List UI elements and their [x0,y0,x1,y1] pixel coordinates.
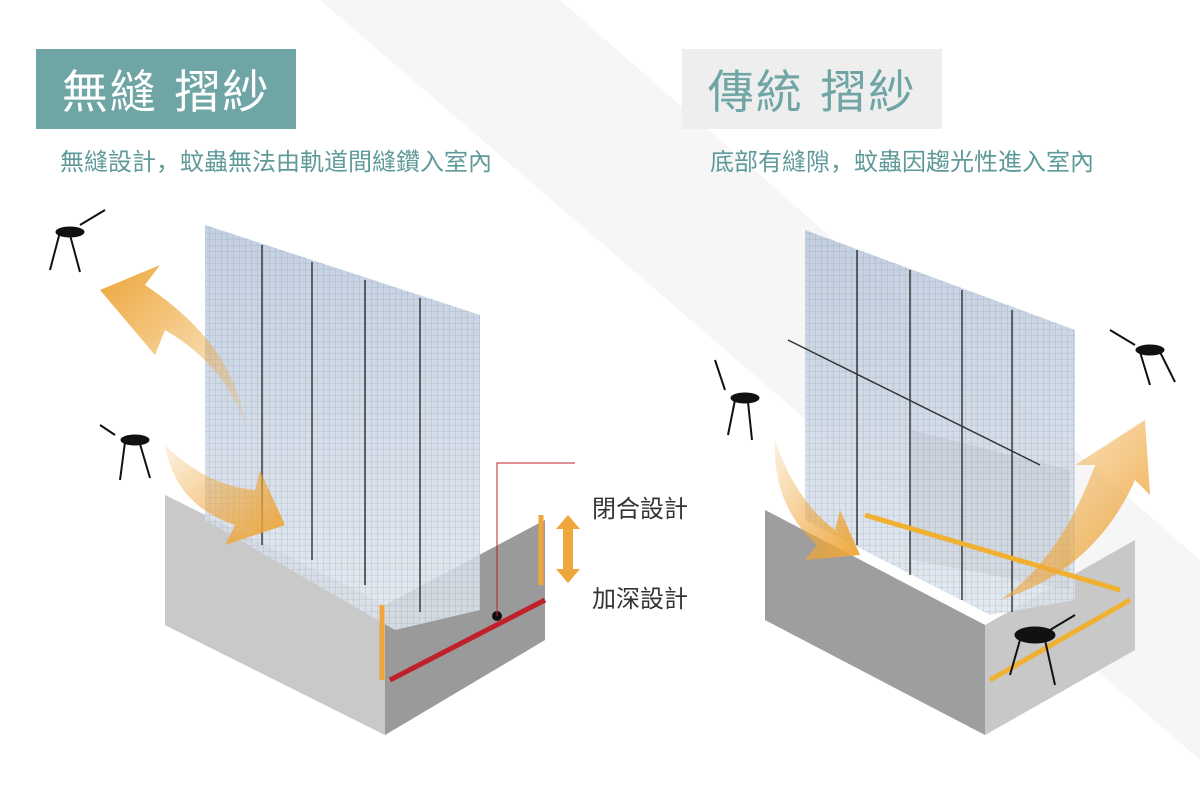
seamless-screen-diagram [49,209,580,735]
traditional-title: 傳統 摺紗 [682,49,942,129]
seamless-title: 無縫 摺紗 [36,49,296,129]
blocked-arrow-icon [165,445,285,545]
double-arrow-icon [556,515,580,583]
closed-design-label: 閉合設計 [592,495,688,523]
mosquito-icon [49,209,106,273]
outgoing-arrow-icon [1000,420,1150,600]
entering-arrow-icon [774,440,860,560]
traditional-subtitle: 底部有縫隙，蚊蟲因趨光性進入室內 [710,148,1094,176]
mosquito-icon [714,359,760,441]
mosquito-icon [1109,329,1176,386]
deepened-design-label: 加深設計 [592,585,688,613]
mosquito-icon [99,424,151,481]
traditional-screen-diagram [714,230,1176,735]
seamless-subtitle: 無縫設計，蚊蟲無法由軌道間縫鑽入室內 [60,148,492,176]
mosquito-icon [1009,614,1076,686]
outgoing-arrow-icon [100,265,245,425]
